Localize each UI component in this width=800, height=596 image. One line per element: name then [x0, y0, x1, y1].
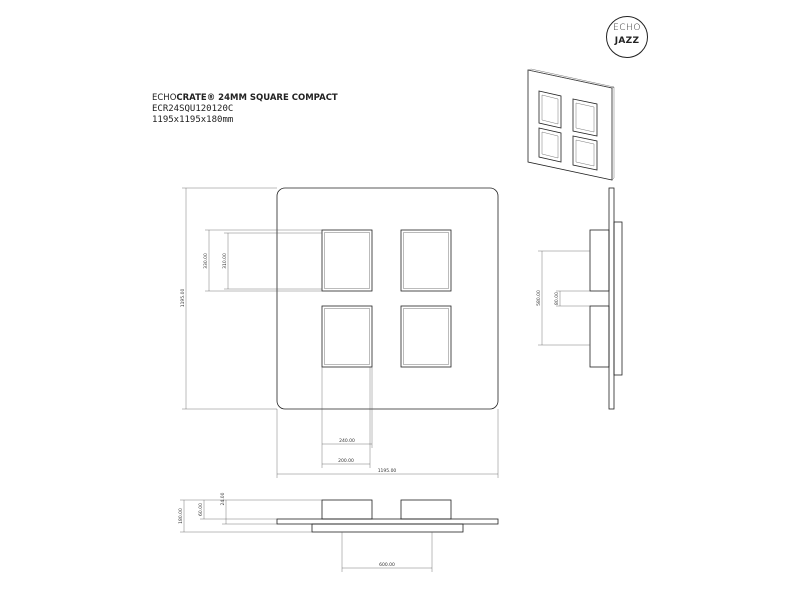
side-backing: [613, 221, 623, 376]
product-title: ECHOCRATE® 24MM SQUARE COMPACT: [152, 93, 338, 104]
logo-line2: JAZZ: [614, 36, 640, 46]
product-name: CRATE® 24MM SQUARE COMPACT: [176, 93, 338, 103]
title-block: ECHOCRATE® 24MM SQUARE COMPACT ECR24SQU1…: [152, 93, 338, 126]
bottom-view: 180.00 60.00 24.00 600.00: [178, 492, 499, 572]
bottom-panel: [276, 518, 499, 525]
side-box-bottom: [589, 305, 610, 368]
side-panel: [608, 187, 615, 410]
dim-box-width-inner: 200.00: [338, 458, 354, 464]
dim-bottom-mid: 60.00: [198, 503, 204, 516]
product-size: 1195x1195x180mm: [152, 115, 234, 125]
dim-front-height: 1195.00: [180, 289, 186, 308]
iso-thumbnail: [527, 68, 615, 181]
dim-box-height-inner: 310.00: [222, 253, 228, 269]
dim-box-width-outer: 240.00: [339, 438, 355, 444]
bottom-box-left: [321, 499, 373, 520]
front-box-top-left: [321, 229, 373, 292]
dim-bottom-span: 600.00: [379, 562, 395, 568]
front-box-bottom-right: [400, 305, 452, 368]
front-box-top-right: [400, 229, 452, 292]
logo-line1: ECHO: [613, 23, 641, 33]
bottom-backing: [311, 523, 464, 533]
dim-box-height-outer: 330.00: [203, 253, 209, 269]
front-view: 1195.00 330.00 310.00 240.00 200.00 1195…: [180, 187, 499, 478]
side-view: 580.00 80.00: [536, 187, 623, 410]
dim-bottom-total: 180.00: [178, 508, 184, 524]
bottom-box-right: [400, 499, 452, 520]
echojazz-logo: ECHO JAZZ: [606, 16, 648, 58]
front-panel: [276, 187, 499, 410]
side-box-top: [589, 229, 610, 292]
dim-bottom-top: 24.00: [220, 492, 226, 505]
dim-side-span: 580.00: [536, 290, 542, 306]
dim-front-width: 1195.00: [378, 468, 397, 474]
product-brand-light: ECHO: [152, 93, 177, 103]
front-box-bottom-left: [321, 305, 373, 368]
product-code: ECR24SQU120120C: [152, 104, 234, 114]
dim-side-gap: 80.00: [554, 292, 560, 305]
